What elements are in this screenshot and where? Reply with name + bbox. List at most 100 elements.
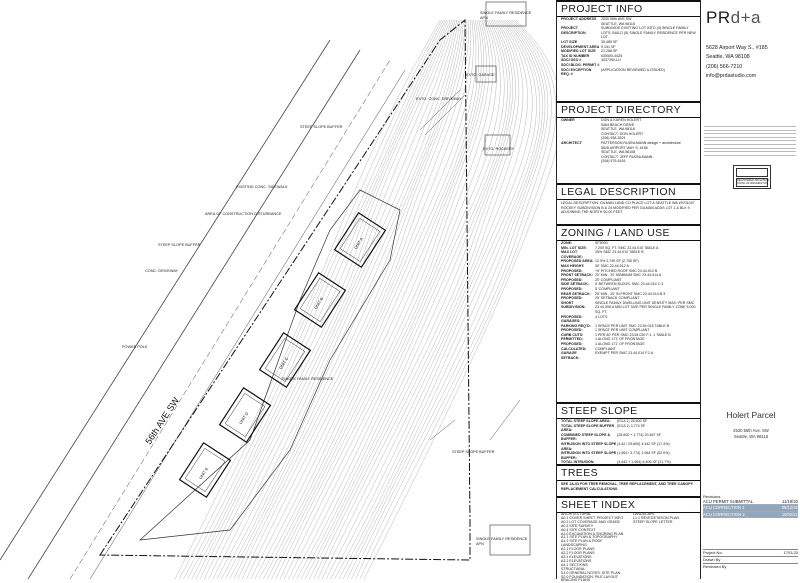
callout-label: AREA OF CONSTRUCTION DISTURBANCE [205,212,282,216]
callout-label: SINGLE FAMILY RESIDENCE [480,11,532,15]
contour-line [322,20,523,579]
info-key: PROJECT ADDRESS [561,17,601,26]
meta-row: Drawn By [703,556,798,563]
section-heading: STEEP SLOPE [557,402,701,419]
section-heading: SHEET INDEX [557,496,701,513]
contour-line [259,20,476,579]
architect-stamp: REGISTERED ARCHITECT STATE OF WASHINGTON [733,165,771,189]
info-value: (ECA 1) 3,774 SF [617,424,697,433]
sheet-index-entry: S2.0 FOUNDATION, PILE LAYOUT, BRACING PL… [557,576,629,583]
info-value: SINGLE FAMILY DWELLING UNIT DENSITY MAX:… [595,301,697,315]
info-row: SHORT SUBDIVISION:SINGLE FAMILY DWELLING… [557,301,701,315]
revision-date: 11/19/20 [782,499,798,504]
contour-line [280,20,489,579]
street [0,40,405,579]
property-line [100,20,470,560]
contour-line [209,20,454,579]
callout-label: SINGLE FAMILY RESIDENCE [282,377,334,381]
info-key: MAX LOT COVERAGE: [561,250,595,259]
meta-key: Reviewed By [703,564,726,570]
contour-line [343,20,543,579]
callout-label: SINGLE FAMILY RESIDENCE [476,537,528,541]
section-heading: TREES [557,464,701,481]
neighbor-structures [476,2,530,555]
info-key: INTRUSION INTO STEEP SLOPE AREA: [561,442,617,451]
contour-line [204,20,451,579]
section-heading: LEGAL DESCRIPTION [557,183,701,200]
building-unit: UNIT A [335,213,386,267]
callout-label: POWER POLE [122,345,148,349]
info-key: SHORT SUBDIVISION: [561,301,595,315]
firm-address-line2: Seattle, WA 98108 [706,53,768,62]
callout-label: APN [476,542,484,546]
info-row: MAX LOT COVERAGE:35% SMC 23.44.010 TABLE… [557,250,701,259]
contour-line [267,20,481,579]
callout-label: STEEP SLOPE BUFFER [158,243,201,247]
callout-label: EXTG. ROCKERY [483,147,515,151]
section-heading: ZONING / LAND USE [557,224,701,241]
info-value: (4.42 / 25,600) 4,442 SF (17.4%) [617,442,697,451]
building-unit: UNIT B [295,273,346,327]
info-value: EXEMPT PER SMC 23.44.014 F.2.A [595,351,697,360]
info-value: SUBDIVIDE EXISTING LOT INTO (4) SINGLE F… [601,26,697,40]
project-address: 2530 55th Ave. SW Seattle, WA 98116 [705,428,797,440]
callout-label: STEEP SLOPE BUFFER [300,125,343,129]
contour-line [242,20,467,579]
title-block [700,0,800,579]
sheet-index-entry: STEEP SLOPE LETTER [629,521,701,525]
contour-line [246,20,468,579]
info-key: COMBINED STEEP SLOPE & BUFFER: [561,433,617,442]
unit-label: UNIT B [313,296,324,310]
unit-label: UNIT A [353,236,364,250]
meta-row: Project No.1703.20 [703,549,798,556]
site-plan-drawing: UNIT A UNIT B UNIT C UNIT D UNIT E 56th AVE … [0,0,556,579]
info-key: PROJECT DESCRIPTION [561,26,601,40]
trees-section: TREES SEE 1A-03 FOR TREE REMOVAL, TREE R… [557,464,701,492]
revision-row: ACU CORRECTION 2 10/02/21 [703,512,798,518]
info-value: DON & KAREN HOLERT 5464 BEACH DRIVE SEAT… [601,118,697,141]
street-label: 56th AVE SW [143,395,181,446]
firm-logo: PRd+a [706,8,761,28]
revision-date: 10/02/21 [782,512,798,517]
logo-main: PR [706,8,731,27]
info-row: INTRUSION INTO STEEP SLOPE BUFFER:(1,964… [557,451,701,460]
revision-date: 05/12/21 [782,505,798,510]
info-value: (APPLICATION REVIEWED & ISSUED) [601,68,697,77]
callout-label: CONC. DRIVEWAY [145,269,179,273]
info-value: PATTERSON RUDNLMANN design + architectur… [601,141,697,164]
section-heading: PROJECT INFO [557,0,701,17]
unit-label: UNIT D [238,411,249,425]
contour-line [297,20,504,579]
callout-label: EXTG. CONC. DRIVEWAY [416,97,462,101]
project-name: Holert Parcel [705,410,797,420]
contour-line [225,20,460,579]
legal-text: LEGAL DESCRIPTION: GILMAN LAND CO PLACE … [557,200,701,216]
contour-line [335,20,537,579]
contour-line [356,20,552,579]
callout-label: APN [480,16,488,20]
info-row: TOTAL STEEP SLOPE BUFFER AREA:(ECA 1) 3,… [557,424,701,433]
building-unit: UNIT E [180,443,231,497]
building-unit: UNIT D [220,388,271,442]
unit-label: UNIT C [278,356,289,370]
info-value: 2530 55th AVE SW SEATTLE, WA 98116 [601,17,697,26]
firm-contact: 5628 Airport Way S., #185 Seattle, WA 98… [706,44,768,80]
contour-line [364,20,556,579]
revision-label: ACU CORRECTION 2 [703,512,745,517]
project-address-line2: Seattle, WA 98116 [705,434,797,440]
logo-suffix: d+a [731,8,761,27]
